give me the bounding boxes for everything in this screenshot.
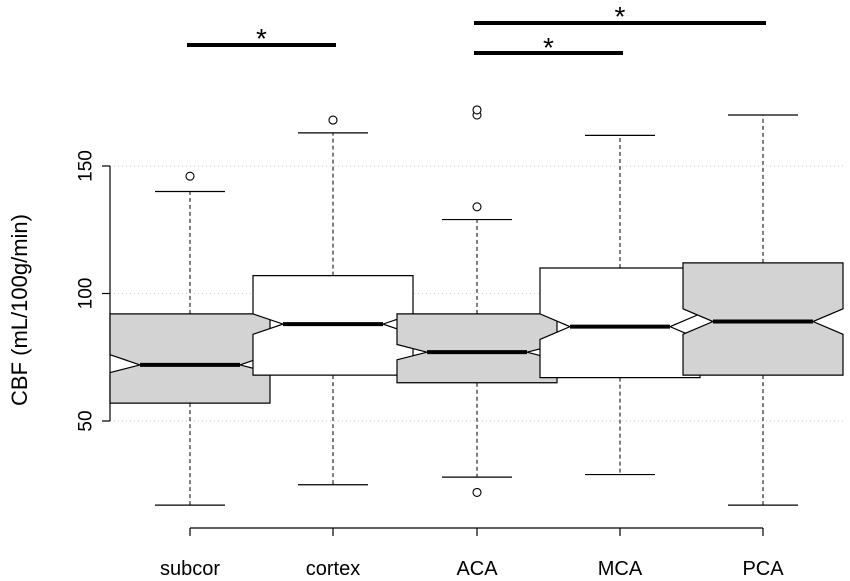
boxes xyxy=(109,105,844,506)
x-tick-label: cortex xyxy=(306,558,360,580)
significance-bar-subcor-cortex: * xyxy=(187,23,336,54)
outlier-point xyxy=(472,105,482,115)
significance-star: * xyxy=(256,23,267,54)
significance-star: * xyxy=(615,1,626,32)
box-body xyxy=(109,313,271,404)
box-body xyxy=(682,262,844,376)
y-tick-label: 100 xyxy=(76,278,97,310)
outlier-point xyxy=(472,487,482,497)
x-tick-label: MCA xyxy=(598,558,643,580)
significance-annotations: * * * xyxy=(187,1,766,63)
outlier-point xyxy=(185,171,195,181)
box-cortex xyxy=(252,115,414,486)
box-body xyxy=(539,267,701,379)
box-subcor xyxy=(109,171,271,506)
outlier-point xyxy=(472,202,482,212)
outlier-point xyxy=(328,115,338,125)
x-tick-label: PCA xyxy=(742,558,784,580)
box-body xyxy=(396,313,558,384)
y-tick-label: 50 xyxy=(76,410,97,431)
y-axis-title: CBF (mL/100g/min) xyxy=(7,214,32,406)
significance-star: * xyxy=(543,32,554,63)
y-tick-label: 150 xyxy=(76,150,97,182)
box-MCA xyxy=(539,134,701,476)
significance-bar-ACA-PCA: * xyxy=(474,1,766,32)
x-axis: subcor cortex ACA MCA PCA xyxy=(160,527,784,580)
x-tick-label: ACA xyxy=(456,558,498,580)
significance-bar-ACA-MCA: * xyxy=(474,32,623,63)
box-PCA xyxy=(682,114,844,506)
box-ACA xyxy=(396,105,558,497)
x-tick-label: subcor xyxy=(160,558,220,580)
y-axis: 50 100 150 xyxy=(76,150,111,432)
